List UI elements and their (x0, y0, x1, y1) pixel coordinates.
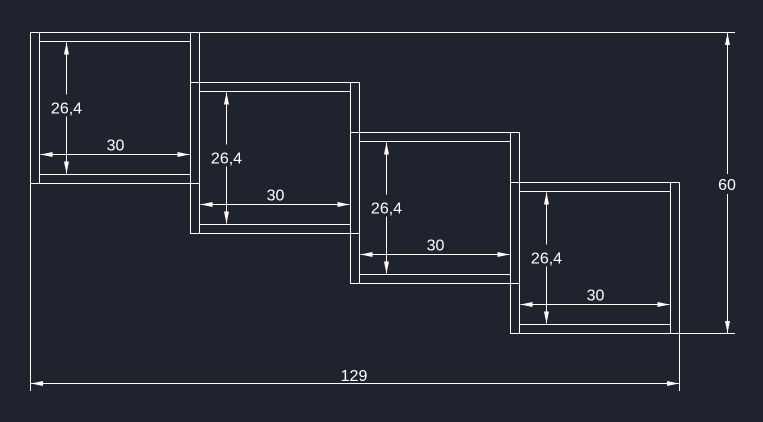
left-panel (510, 182, 520, 334)
right-panel (190, 32, 200, 184)
width-label: 30 (587, 288, 605, 305)
bottom-panel (39, 174, 191, 184)
right-panel (350, 82, 360, 234)
top-panel (39, 32, 191, 42)
right-panel (670, 182, 680, 334)
bottom-panel (359, 274, 511, 284)
width-label: 30 (107, 138, 125, 155)
overall-height-label: 60 (718, 177, 736, 194)
width-label: 30 (427, 238, 445, 255)
left-panel (350, 132, 360, 284)
height-label: 26,4 (51, 101, 82, 118)
left-panel (30, 32, 40, 184)
top-panel (199, 82, 351, 92)
shelf-box: 26,4 30 (350, 132, 520, 284)
left-panel (190, 82, 200, 234)
height-label: 26,4 (531, 251, 562, 268)
right-panel (510, 132, 520, 284)
overall-height-dimension: 60 (200, 32, 741, 334)
shelf-box: 26,4 30 (510, 182, 680, 334)
top-panel (359, 132, 511, 142)
height-label: 26,4 (211, 151, 242, 168)
height-label: 26,4 (371, 201, 402, 218)
shelf-box: 26,4 30 (30, 32, 200, 184)
bottom-panel (519, 324, 671, 334)
shelf-box: 26,4 30 (190, 82, 360, 234)
overall-width-dimension: 129 (30, 184, 680, 391)
bottom-panel (199, 224, 351, 234)
overall-width-label: 129 (341, 368, 368, 385)
top-panel (519, 182, 671, 192)
width-label: 30 (267, 188, 285, 205)
shelf-boxes: 26,4 30 26,4 30 26,4 30 26,4 30 (30, 32, 680, 334)
